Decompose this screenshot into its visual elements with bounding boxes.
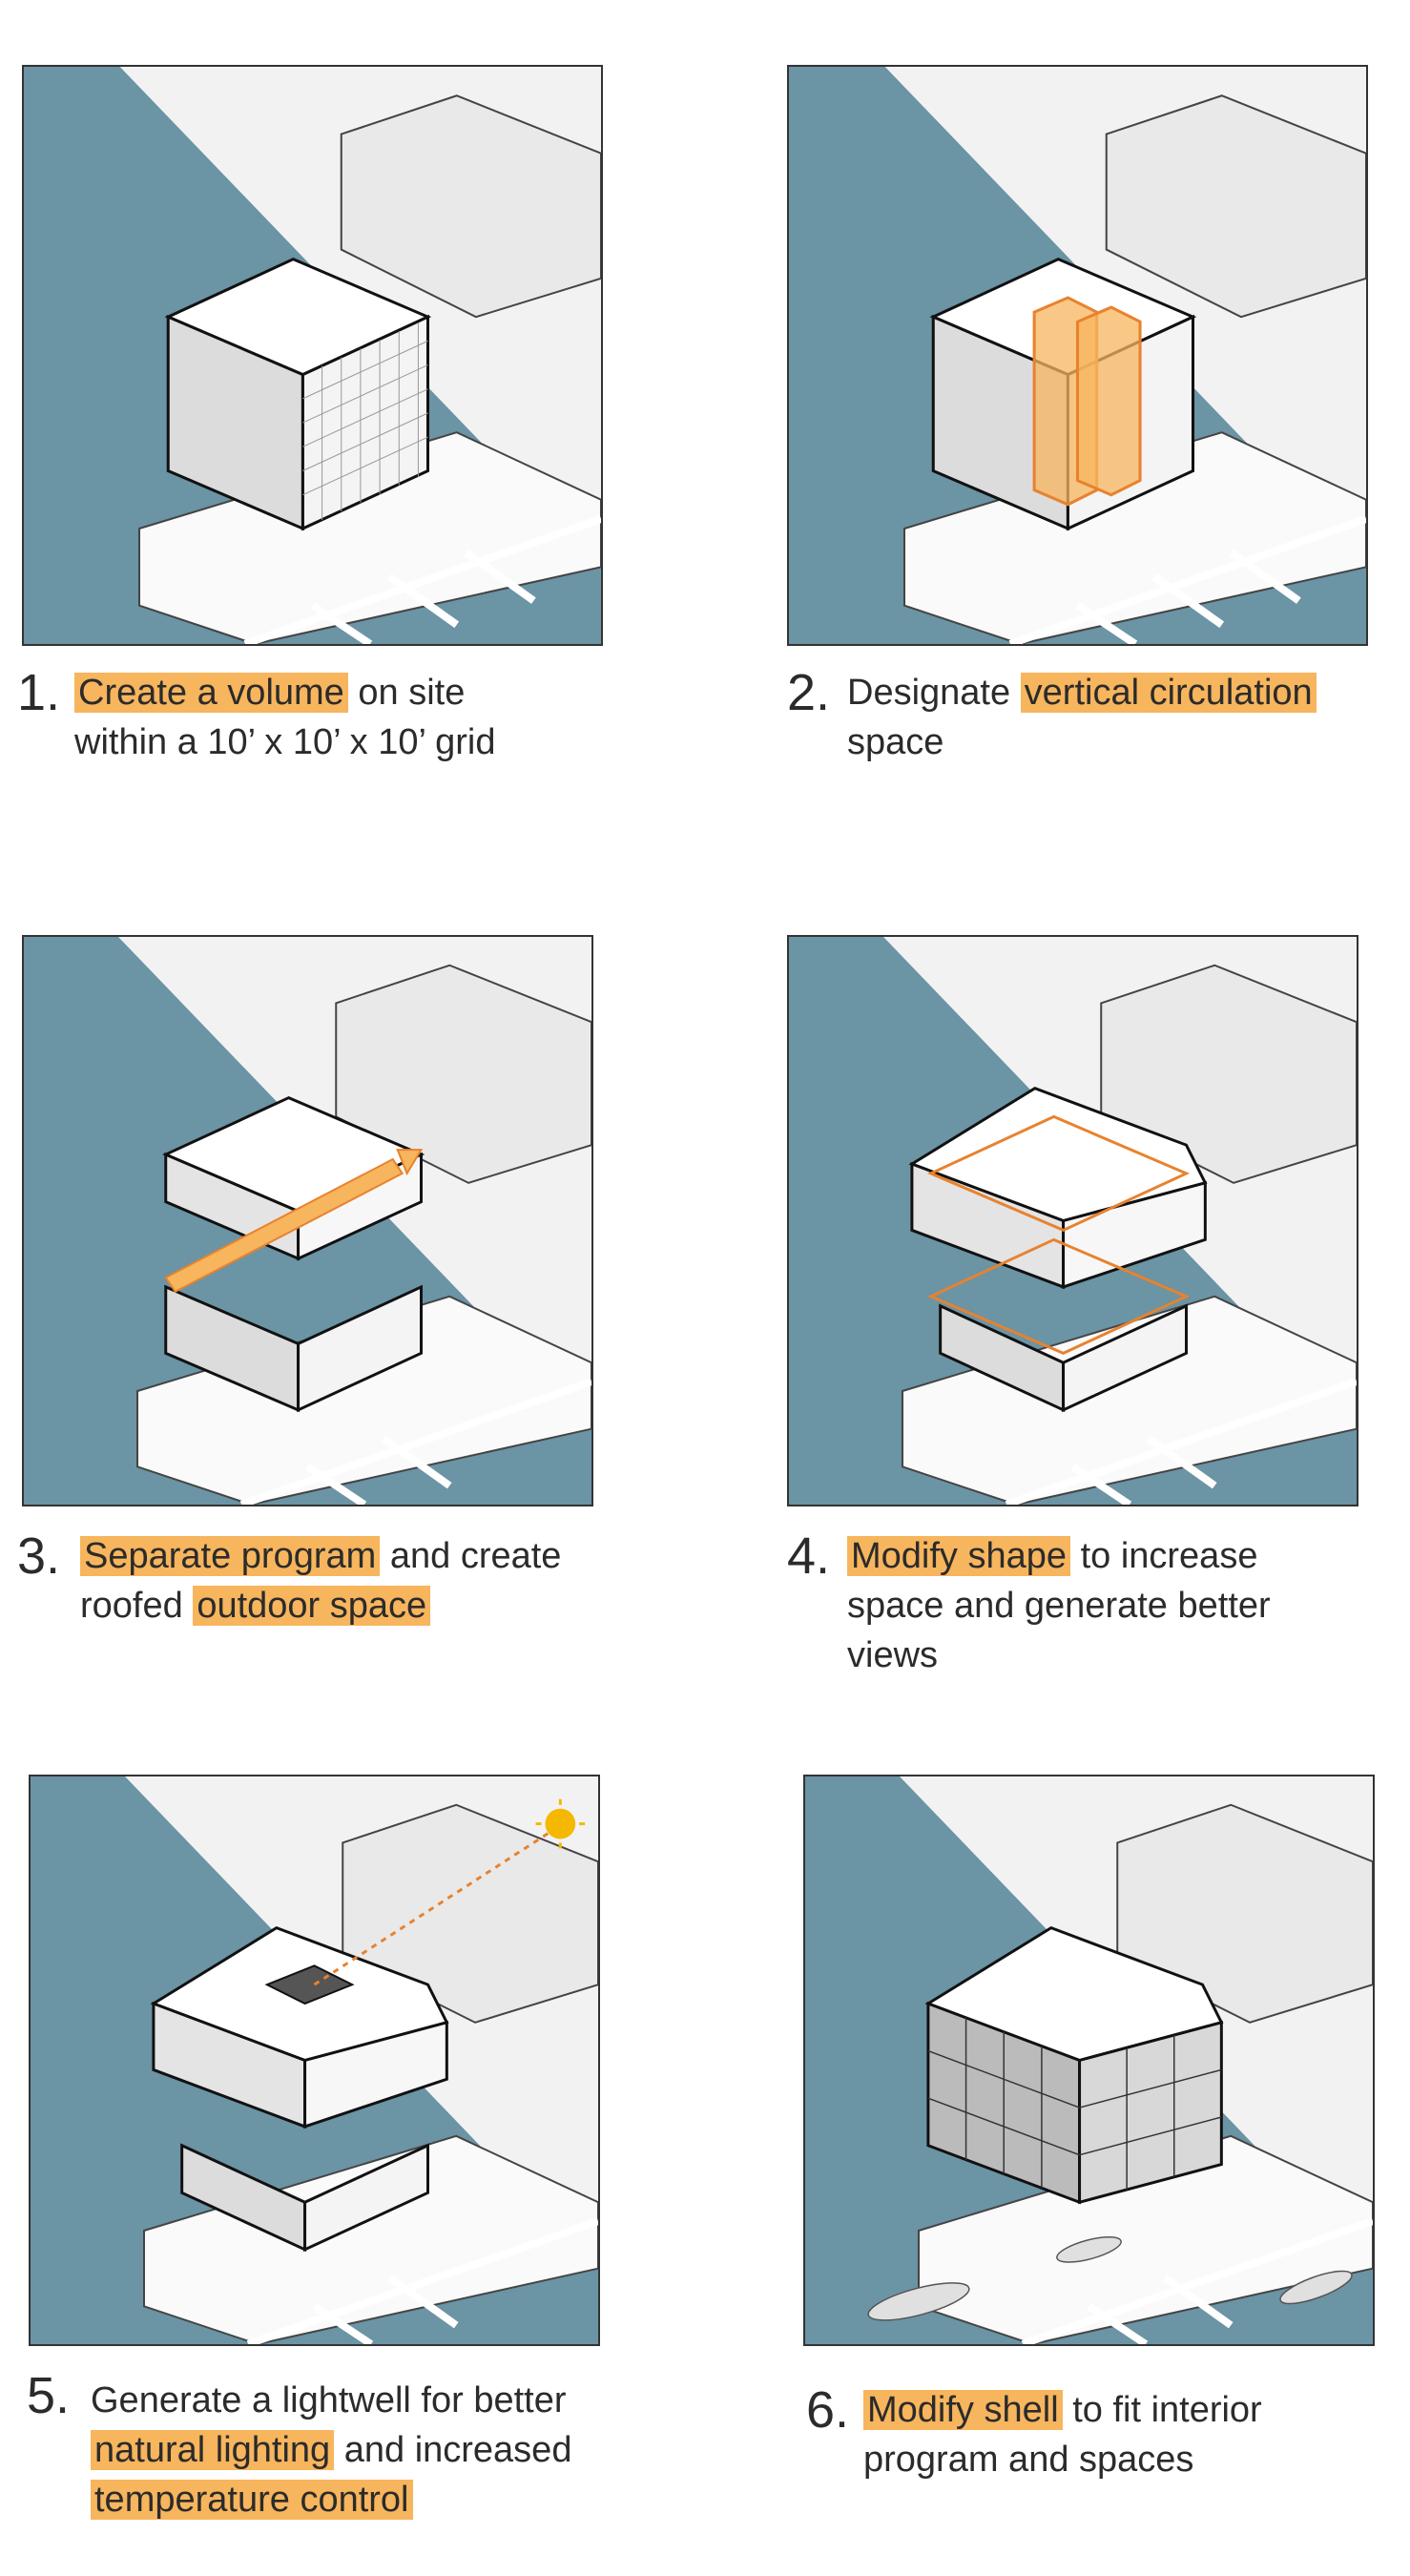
step-6-highlight: Modify shell — [863, 2390, 1063, 2430]
step-3-highlight-1: Separate program — [80, 1536, 380, 1576]
step-4-diagram — [787, 935, 1358, 1506]
cube-volume — [168, 260, 427, 529]
step-2-highlight: vertical circulation — [1021, 673, 1317, 713]
step-1-diagram — [22, 65, 603, 646]
step-6-diagram — [803, 1775, 1375, 2346]
step-3-highlight-2: outdoor space — [193, 1586, 430, 1626]
step-3-diagram — [22, 935, 593, 1506]
step-4-highlight: Modify shape — [847, 1536, 1070, 1576]
isometric-diagram-6 — [805, 1776, 1373, 2344]
step-6-number: 6. — [806, 2385, 849, 2435]
isometric-diagram-2 — [789, 67, 1366, 644]
isometric-diagram-5 — [31, 1776, 598, 2344]
step-5-number: 5. — [27, 2371, 70, 2420]
step-2-caption: Designate vertical circulation space — [847, 668, 1400, 767]
step-1-number: 1. — [17, 668, 60, 717]
step-1-highlight: Create a volume — [74, 673, 348, 713]
step-4-caption: Modify shape to increase space and gener… — [847, 1531, 1381, 1680]
step-1-caption: Create a volume on site within a 10’ x 1… — [74, 668, 609, 767]
step-3-number: 3. — [17, 1531, 60, 1581]
step-2-diagram — [787, 65, 1368, 646]
step-5-highlight-1: natural lighting — [91, 2430, 334, 2470]
step-3-caption: Separate program and create roofed outdo… — [80, 1531, 633, 1631]
step-5-caption: Generate a lightwell for better natural … — [91, 2376, 644, 2524]
step-4-number: 4. — [787, 1531, 830, 1581]
isometric-diagram-1 — [24, 67, 601, 644]
step-5-diagram — [29, 1775, 600, 2346]
isometric-diagram-3 — [24, 937, 591, 1505]
circulation-cores — [1034, 298, 1140, 505]
isometric-diagram-4 — [789, 937, 1357, 1505]
step-5-highlight-2: temperature control — [91, 2480, 413, 2520]
step-6-caption: Modify shell to fit interior program and… — [863, 2385, 1398, 2484]
step-2-number: 2. — [787, 668, 830, 717]
